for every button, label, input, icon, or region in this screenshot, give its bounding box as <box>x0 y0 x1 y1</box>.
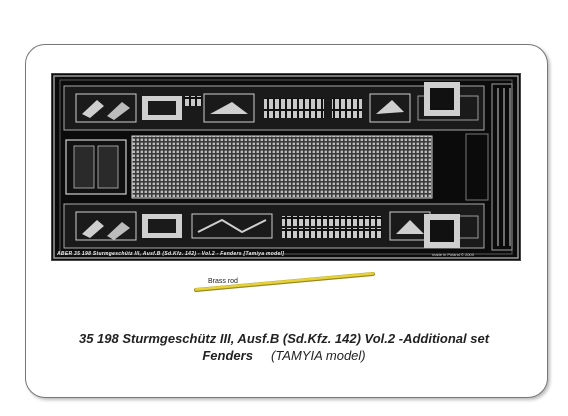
product-subtitle-bold: Fenders <box>202 348 253 363</box>
product-subtitle: Fenders (TAMYIA model) <box>0 348 568 363</box>
photo-etched-fret: ABER 35 198 Sturmgeschütz III, Ausf.B (S… <box>51 73 521 261</box>
product-title: 35 198 Sturmgeschütz III, Ausf.B (Sd.Kfz… <box>78 331 490 346</box>
brass-rod-label: Brass rod <box>208 278 238 285</box>
fret-artwork <box>53 75 519 259</box>
product-subtitle-model: (TAMYIA model) <box>271 348 366 363</box>
fret-label: ABER 35 198 Sturmgeschütz III, Ausf.B (S… <box>57 251 285 257</box>
made-in-mark: made in Poland © 2005 <box>432 252 474 257</box>
